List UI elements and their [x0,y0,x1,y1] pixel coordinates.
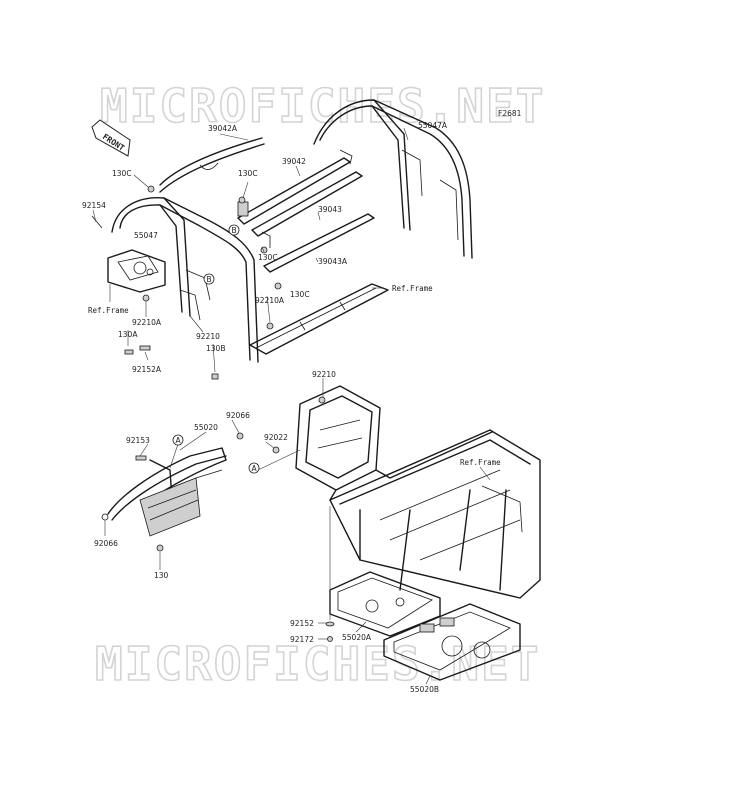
label-130A: 130A [118,330,138,339]
label-92172: 92172 [290,635,314,644]
label-92210-b: 92210 [312,370,336,379]
label-130C-d: 130C [290,290,310,299]
callout-A-1: A [172,434,184,446]
figure-id: F2681 [498,109,522,118]
callout-B-1: B [228,224,240,236]
label-55047: 55047 [134,231,158,240]
callout-B-2: B [203,273,215,285]
part-main-frame [295,385,541,599]
label-ref-frame-1: Ref.Frame [392,284,433,293]
part-39042A-bar [159,137,265,193]
label-39043: 39043 [318,205,342,214]
label-92210-a: 92210 [196,332,220,341]
label-92022: 92022 [264,433,288,442]
part-front-bracket [107,249,166,293]
callout-A-2: A [248,462,260,474]
fasteners-bottom [101,396,335,642]
svg-text:B: B [232,226,237,235]
svg-text:A: A [252,464,258,473]
part-39043-bar [251,171,363,237]
part-55047-rollbar [111,197,259,363]
label-92210A-b: 92210A [132,318,162,327]
label-130: 130 [154,571,169,580]
leaders-bottom [104,378,491,685]
label-55020: 55020 [194,423,218,432]
label-39042: 39042 [282,157,306,166]
label-92152A: 92152A [132,365,162,374]
label-130C-c: 130C [258,253,278,262]
watermark-top: MICROFICHES.NET [100,79,545,133]
part-side-rail [249,283,389,355]
label-55020B: 55020B [410,685,439,694]
svg-text:A: A [176,436,182,445]
label-92152: 92152 [290,619,314,628]
label-ref-frame-3: Ref.Frame [460,458,501,467]
label-92154: 92154 [82,201,106,210]
part-55020-bumper [107,447,227,537]
label-39042A: 39042A [208,124,238,133]
part-55020B-skidplate [383,603,521,681]
label-92210A-a: 92210A [255,296,285,305]
label-ref-frame-2: Ref.Frame [88,306,129,315]
label-39043A: 39043A [318,257,348,266]
part-39043A-bar [261,213,375,273]
label-130C-a: 130C [112,169,132,178]
label-55020A: 55020A [342,633,372,642]
label-130B: 130B [206,344,225,353]
label-92066-b: 92066 [94,539,118,548]
part-55047A-rollbar [313,99,473,259]
label-130C-b: 130C [238,169,258,178]
leaders-top [92,127,409,373]
label-92153: 92153 [126,436,150,445]
label-92066-a: 92066 [226,411,250,420]
watermark-bottom: MICROFICHES.NET [95,637,540,691]
label-55047A: 55047A [418,121,448,130]
svg-text:B: B [207,275,212,284]
fasteners-top [91,185,282,380]
